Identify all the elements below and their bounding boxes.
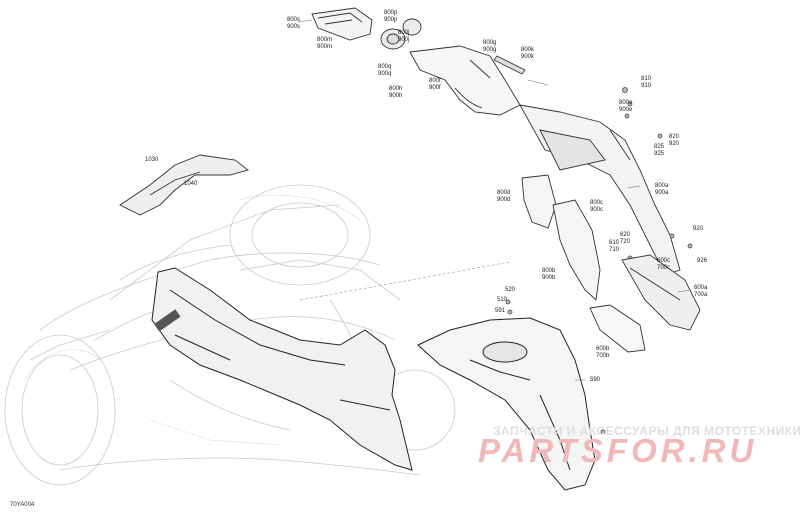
rear-console-panel <box>519 104 681 276</box>
callout-510: 510 <box>497 297 508 303</box>
callout-590: 590 <box>590 377 601 383</box>
small-strip <box>493 55 526 75</box>
callout-591: 591 <box>495 308 506 314</box>
callout-520: 520 <box>505 287 516 293</box>
vehicle-outline <box>4 184 456 486</box>
callout-leaders <box>297 19 691 381</box>
watermark-tagline: ЗАПЧАСТИ И АКСЕССУАРЫ ДЛЯ МОТОТЕХНИКИ <box>493 424 800 438</box>
main-side-fender <box>151 267 413 471</box>
air-intake-bracket <box>119 154 249 216</box>
headlight-bracket <box>311 7 373 41</box>
upper-side-panel <box>409 45 521 116</box>
watermark-logo: PARTSFOR.RU <box>478 432 758 469</box>
fasteners-lower <box>505 299 606 435</box>
callout-926: 926 <box>697 258 708 264</box>
side-trim-panel <box>621 254 701 331</box>
callout-1040: 1040 <box>184 181 198 187</box>
reflector-lens <box>589 304 646 353</box>
side-deflector <box>521 174 601 301</box>
lower-center-panel <box>417 317 596 491</box>
callout-920: 920 <box>693 226 704 232</box>
callout-1030: 1030 <box>145 157 159 163</box>
leader-line <box>299 261 511 301</box>
brand-badge <box>154 309 181 332</box>
gauge-cluster <box>380 18 422 50</box>
diagram-code: 70YA004 <box>10 502 35 508</box>
fasteners-upper <box>622 87 693 261</box>
